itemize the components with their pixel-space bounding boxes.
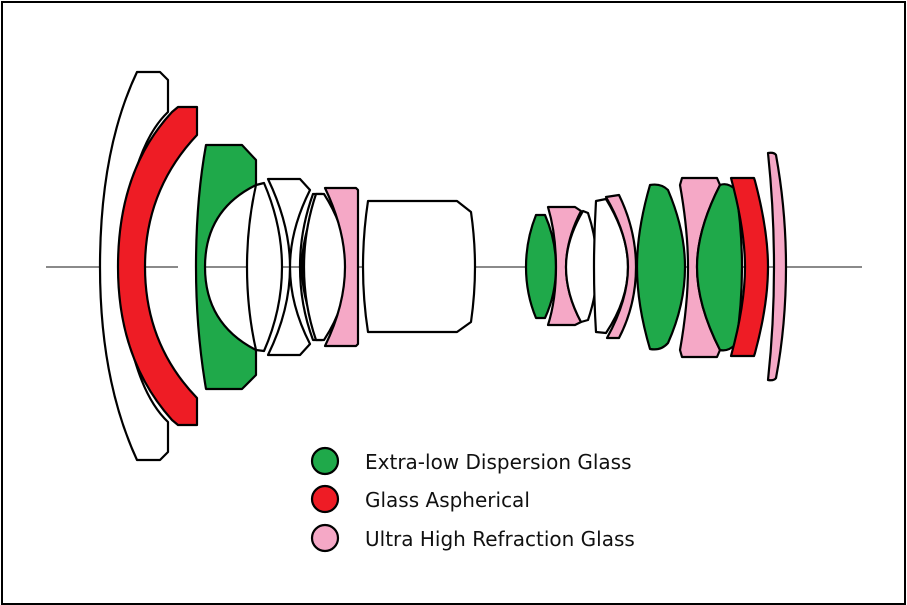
legend-swatch-ed-icon xyxy=(310,446,340,476)
legend-label: Ultra High Refraction Glass xyxy=(365,527,635,551)
legend-label: Extra-low Dispersion Glass xyxy=(365,450,632,474)
legend-item-aspherical: Glass Aspherical xyxy=(310,484,530,514)
lens-element-thick-block-element xyxy=(361,199,477,334)
legend-label: Glass Aspherical xyxy=(365,488,530,512)
legend-swatch-aspherical-icon xyxy=(310,484,340,514)
lens-elements xyxy=(98,70,788,462)
lens-element-uhr-rear-element-4 xyxy=(766,151,788,382)
lens-element-ed-rear-element-2 xyxy=(635,183,687,351)
lens-element-meniscus-element-2 xyxy=(266,177,312,357)
lens-element-ed-rear-element-1 xyxy=(524,213,558,320)
lens-element-uhr-front-element xyxy=(323,186,360,348)
lens-element-ed-front-element xyxy=(194,143,258,391)
legend-swatch-uhr-icon xyxy=(310,523,340,553)
lens-element-aspherical-meniscus-front xyxy=(116,105,199,427)
lens-element-aspherical-rear-element xyxy=(729,176,770,358)
legend-item-ed: Extra-low Dispersion Glass xyxy=(310,446,632,476)
legend-item-uhr: Ultra High Refraction Glass xyxy=(310,523,635,553)
legend: Extra-low Dispersion Glass Glass Aspheri… xyxy=(310,446,635,553)
lens-element-biconvex-element-1 xyxy=(245,181,284,353)
lens-element-uhr-rear-element-2 xyxy=(604,193,638,340)
